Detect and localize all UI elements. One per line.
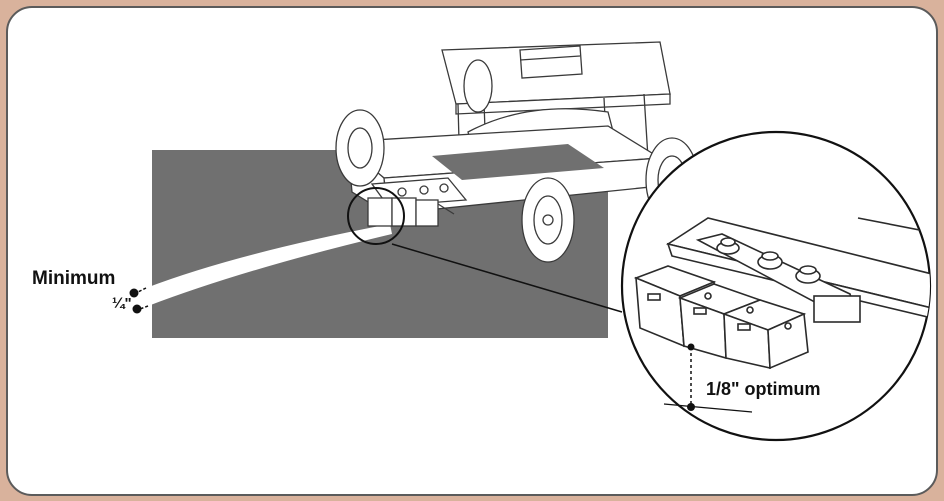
minimum-markers [129,287,149,314]
optimum-markers [663,343,753,413]
minimum-label: Minimum [32,268,116,289]
focus-circle [347,187,405,245]
diagram-canvas [129,41,932,442]
connector-line [391,243,623,313]
robot-vehicle [335,41,699,263]
quarter-inch-label: ¼" [112,295,132,312]
tracking-line [146,224,392,306]
optimum-label: 1/8" optimum [706,379,821,399]
diagram-panel: Minimum ¼" 1/8" optimum [6,6,938,496]
zoomed-sensor-detail [633,217,930,370]
